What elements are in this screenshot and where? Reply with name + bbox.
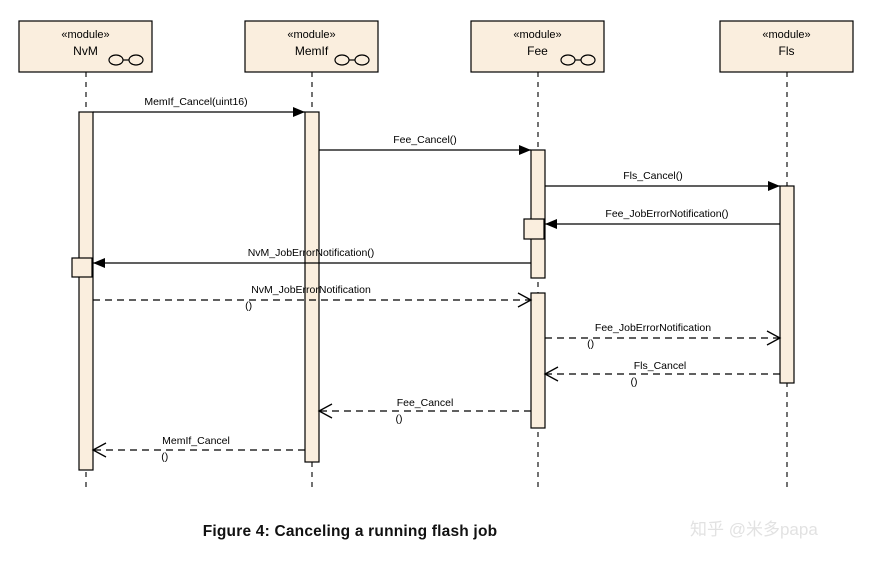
message-label-m7: Fee_JobErrorNotification: [595, 322, 711, 334]
arrowhead-filled-m4: [545, 219, 557, 229]
message-m7[interactable]: Fee_JobErrorNotification(): [545, 322, 782, 350]
module-box-rect-fls: [719, 20, 854, 73]
arrowhead-open-m10: [91, 442, 107, 458]
module-box-memif[interactable]: «module» MemIf: [244, 20, 379, 73]
module-box-rect-nvm: [18, 20, 153, 73]
message-label-m8: Fls_Cancel: [634, 360, 687, 372]
module-stereotype-fee: «module»: [513, 29, 561, 41]
message-m1[interactable]: MemIf_Cancel(uint16): [93, 96, 305, 117]
interface-ball-socket-icon-memif: [334, 54, 370, 66]
message-m5[interactable]: NvM_JobErrorNotification(): [93, 247, 531, 268]
module-box-nvm[interactable]: «module» NvM: [18, 20, 153, 73]
message-label-second-line-m6: (): [245, 300, 252, 312]
arrowhead-filled-m1: [293, 107, 305, 117]
message-label-second-line-m7: (): [587, 338, 594, 350]
activation-fls-6: [779, 185, 795, 384]
nested-activation-nvm-1: [71, 257, 93, 278]
message-m4[interactable]: Fee_JobErrorNotification(): [545, 208, 780, 229]
module-name-memif: MemIf: [295, 44, 329, 58]
message-m10[interactable]: MemIf_Cancel (): [91, 435, 305, 463]
interface-ball-socket-icon-fee: [560, 54, 596, 66]
module-name-fls: Fls: [779, 44, 795, 58]
module-box-rect-memif: [244, 20, 379, 73]
message-label-m3: Fls_Cancel(): [623, 170, 683, 182]
message-label-second-line-m9: (): [396, 413, 403, 425]
message-label-m10: MemIf_Cancel: [162, 435, 230, 447]
message-label-m5: NvM_JobErrorNotification(): [248, 247, 375, 259]
message-label-m6: NvM_JobErrorNotification: [251, 284, 371, 296]
interface-ball-socket-icon-nvm: [108, 54, 144, 66]
message-layer: MemIf_Cancel(uint16) Fee_Cancel () Fls_Canc…: [91, 96, 782, 463]
nested-activation-fee-4: [523, 218, 545, 240]
module-box-fls[interactable]: «module» Fls: [719, 20, 854, 73]
module-name-nvm: NvM: [73, 44, 98, 58]
module-stereotype-nvm: «module»: [61, 29, 109, 41]
module-stereotype-memif: «module»: [287, 29, 335, 41]
module-stereotype-fls: «module»: [762, 29, 810, 41]
watermark: 知乎 @米多papa: [690, 520, 818, 539]
module-box-layer: «module»NvM«module»MemIf«module»Fee«modu…: [18, 20, 854, 73]
figure-caption: Figure 4: Canceling a running flash job: [202, 523, 498, 540]
message-label-second-line-m8: (): [631, 376, 638, 388]
message-m9[interactable]: Fee_Cancel (): [317, 397, 531, 425]
module-box-fee[interactable]: «module» Fee: [470, 20, 605, 73]
activation-fee-5: [530, 292, 546, 429]
arrowhead-open-m9: [317, 403, 333, 419]
activation-layer: [71, 111, 795, 471]
arrowhead-filled-m3: [768, 181, 780, 191]
module-box-rect-fee: [470, 20, 605, 73]
message-label-m2: Fee_Cancel(): [393, 134, 457, 146]
message-label-m1: MemIf_Cancel(uint16): [144, 96, 247, 108]
message-m6[interactable]: NvM_JobErrorNotification (): [93, 284, 533, 312]
message-m2[interactable]: Fee_Cancel(): [319, 134, 531, 155]
message-m8[interactable]: Fls_Cancel (): [543, 360, 780, 388]
message-label-second-line-m10: (): [161, 451, 168, 463]
arrowhead-open-m7: [766, 330, 782, 346]
arrowhead-filled-m2: [519, 145, 531, 155]
arrowhead-open-m8: [543, 366, 559, 382]
activation-memif-2: [304, 111, 320, 463]
activation-fee-3: [530, 149, 546, 279]
arrowhead-filled-m5: [93, 258, 105, 268]
module-name-fee: Fee: [527, 44, 548, 58]
message-label-m9: Fee_Cancel: [397, 397, 454, 409]
message-label-m4: Fee_JobErrorNotification(): [605, 208, 728, 220]
message-m3[interactable]: Fls_Cancel(): [545, 170, 780, 191]
arrowhead-open-m6: [517, 292, 533, 308]
activation-nvm-0: [78, 111, 94, 471]
